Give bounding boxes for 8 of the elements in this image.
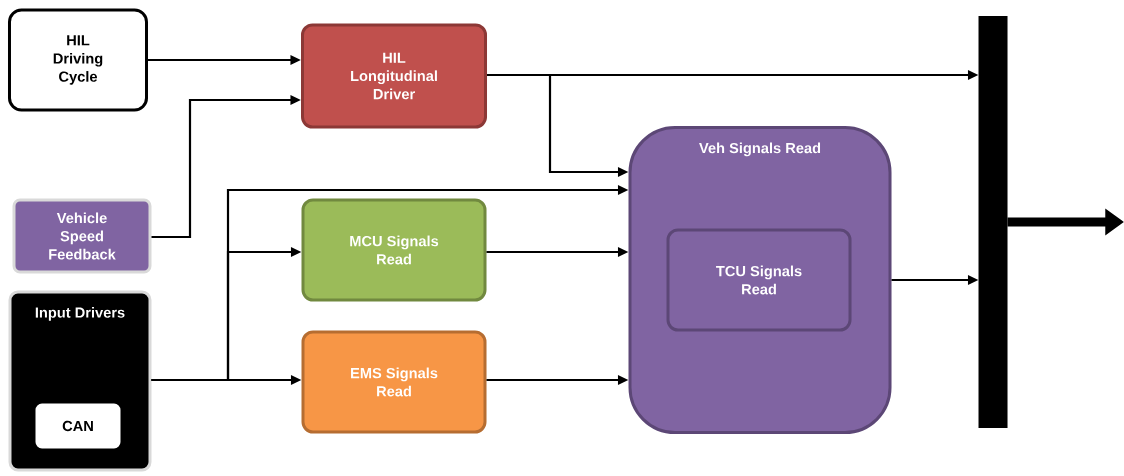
process-box: HIL Longitudinal Driver [301,23,487,129]
process-box: TCU Signals Read [666,228,852,332]
process-box: MCU Signals Read [301,198,487,302]
process-box: HIL Driving Cycle [8,8,148,112]
process-box: Vehicle Speed Feedback [12,198,152,274]
process-box: EMS Signals Read [301,330,487,434]
interface-box: CAN [35,403,121,449]
bus-bar [978,16,1008,428]
